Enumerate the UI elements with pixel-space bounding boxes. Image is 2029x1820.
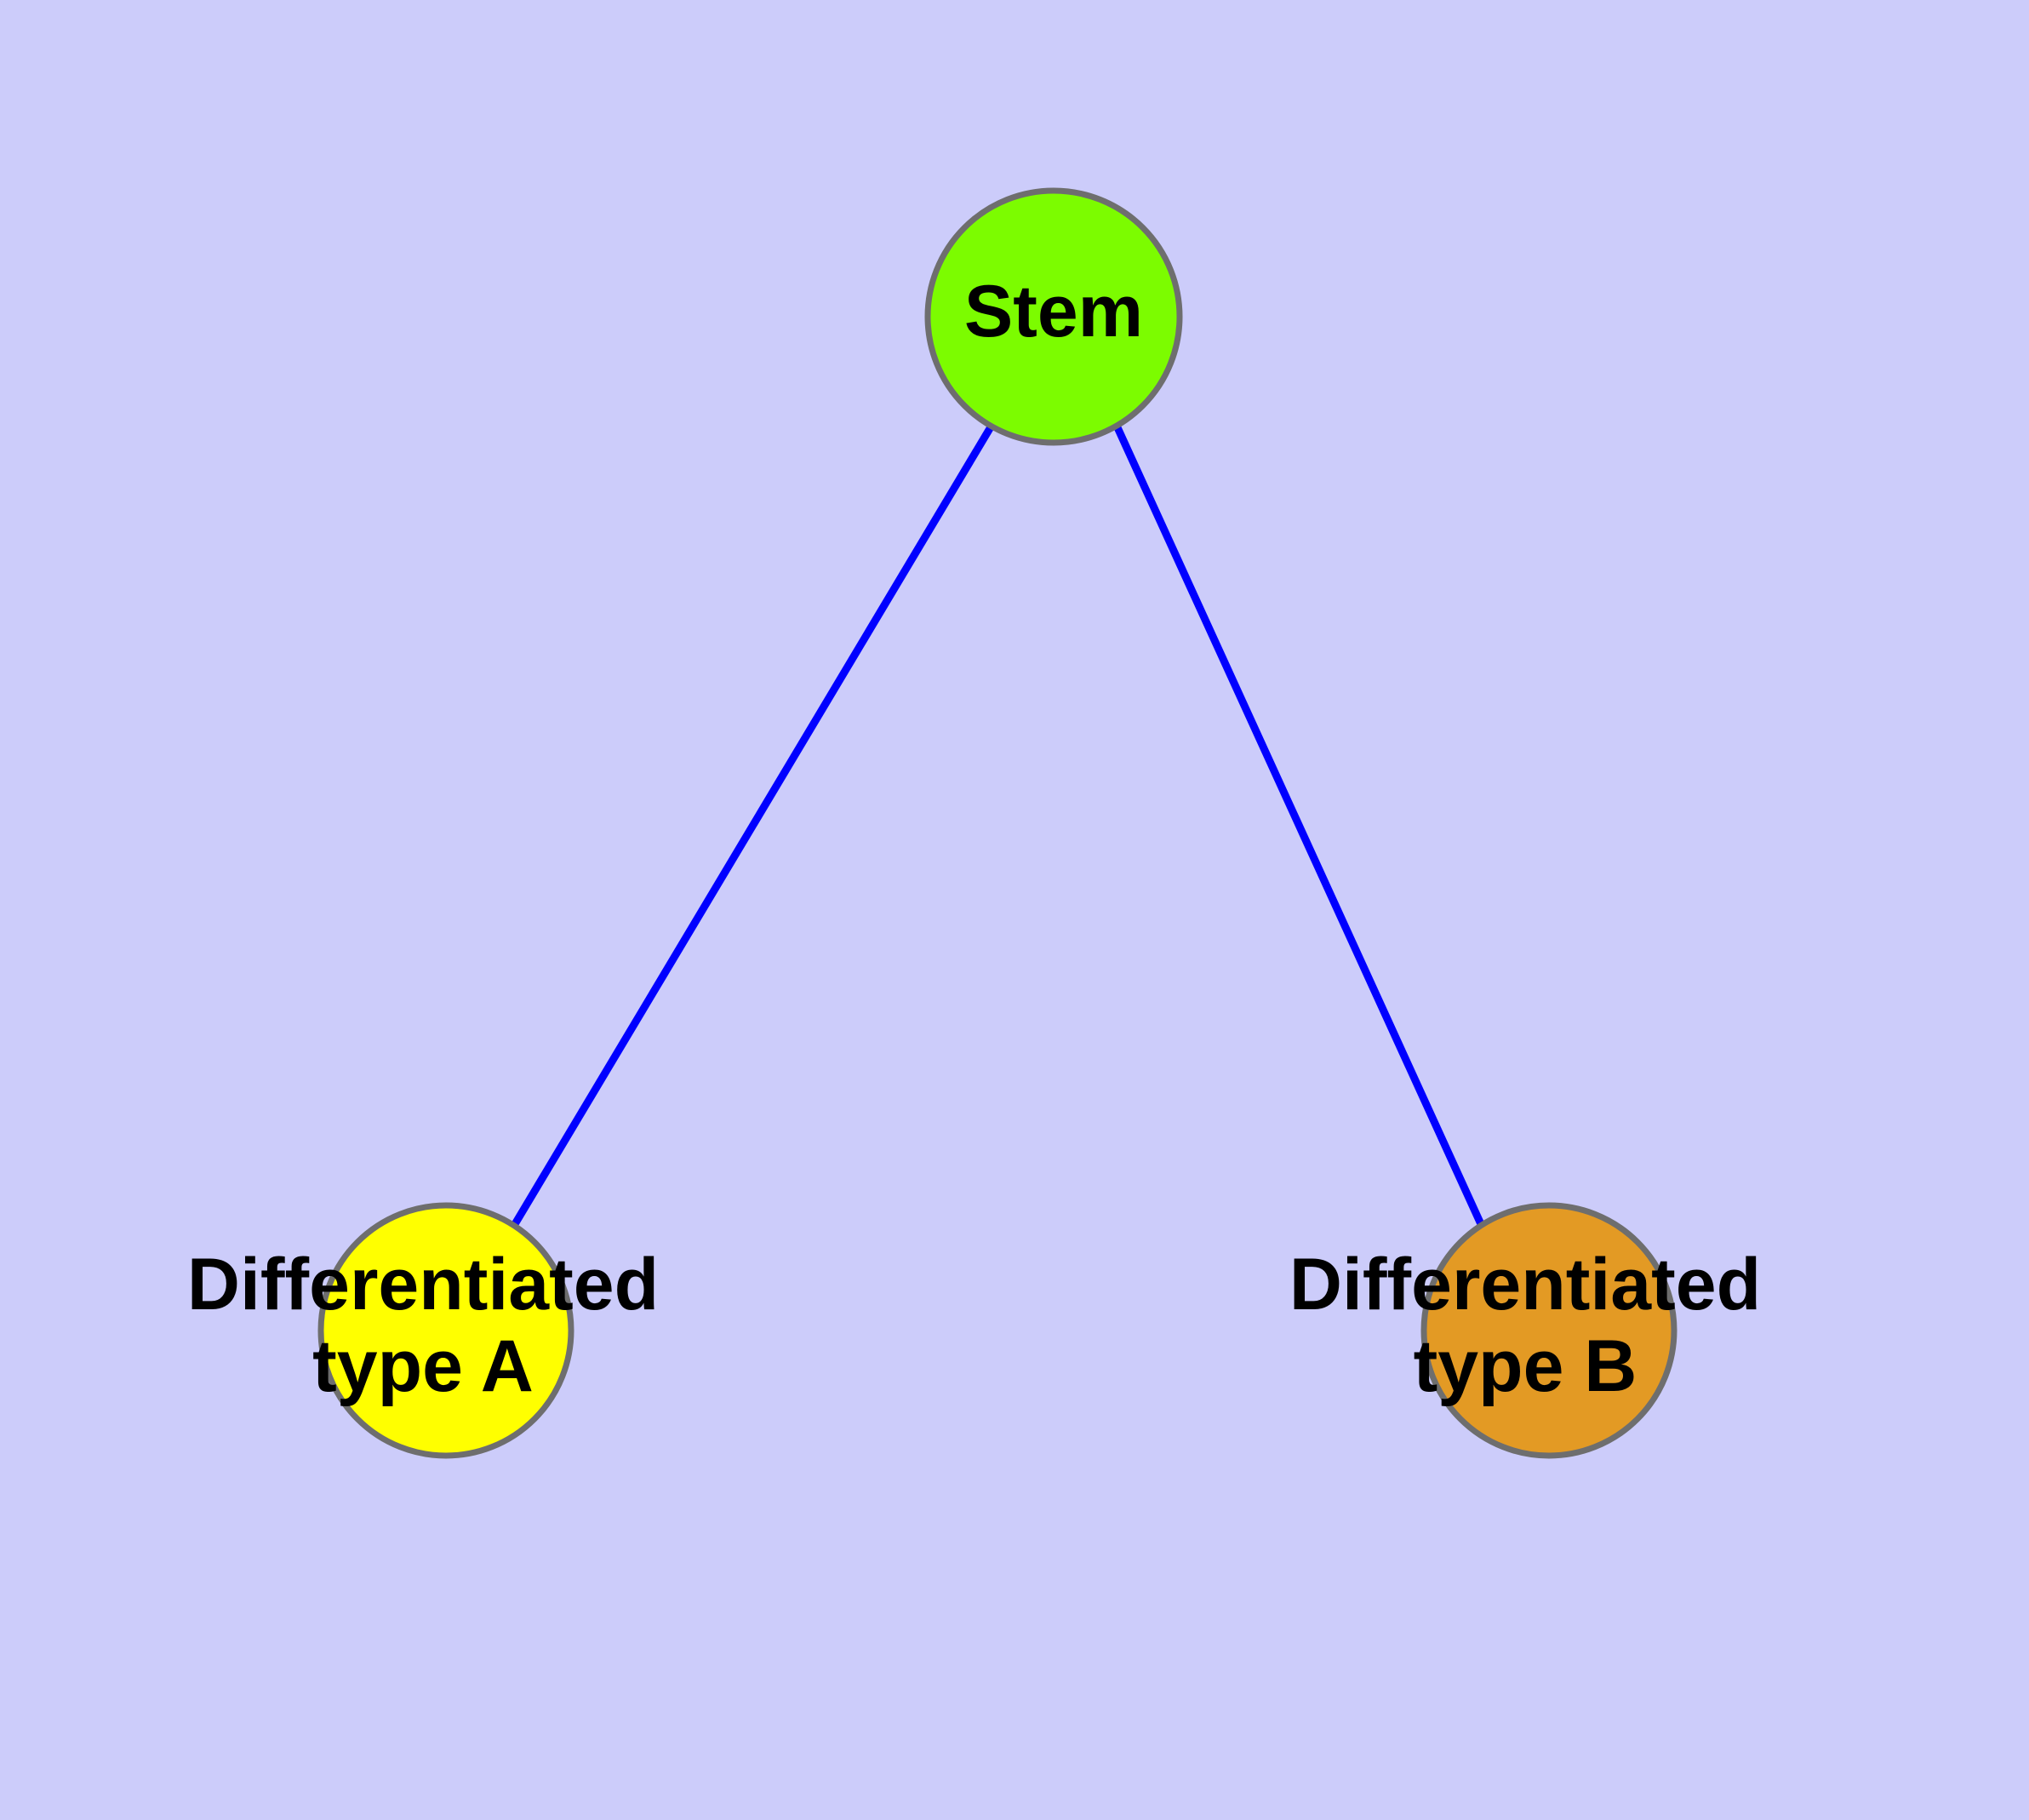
node-stem[interactable]: Stem — [924, 187, 1183, 446]
edge-layer — [512, 423, 1485, 1227]
node-differentiated-type-a-label-line: type A — [312, 1325, 534, 1407]
node-differentiated-type-a-label-line: Differentiated — [187, 1244, 659, 1325]
node-stem-circle[interactable] — [924, 187, 1183, 446]
node-differentiated-type-b-label-line: Differentiated — [1289, 1244, 1761, 1325]
node-stem-label: Stem — [964, 271, 1143, 352]
node-differentiated-type-b-label-line: type B — [1414, 1325, 1637, 1407]
node-differentiated-type-b-circle[interactable] — [1420, 1202, 1677, 1459]
edge-stem-to-type-b — [1112, 424, 1485, 1226]
node-differentiated-type-a-circle[interactable] — [317, 1202, 574, 1459]
edge-stem-to-type-a — [512, 423, 995, 1227]
node-stem-label-line: Stem — [964, 271, 1143, 352]
